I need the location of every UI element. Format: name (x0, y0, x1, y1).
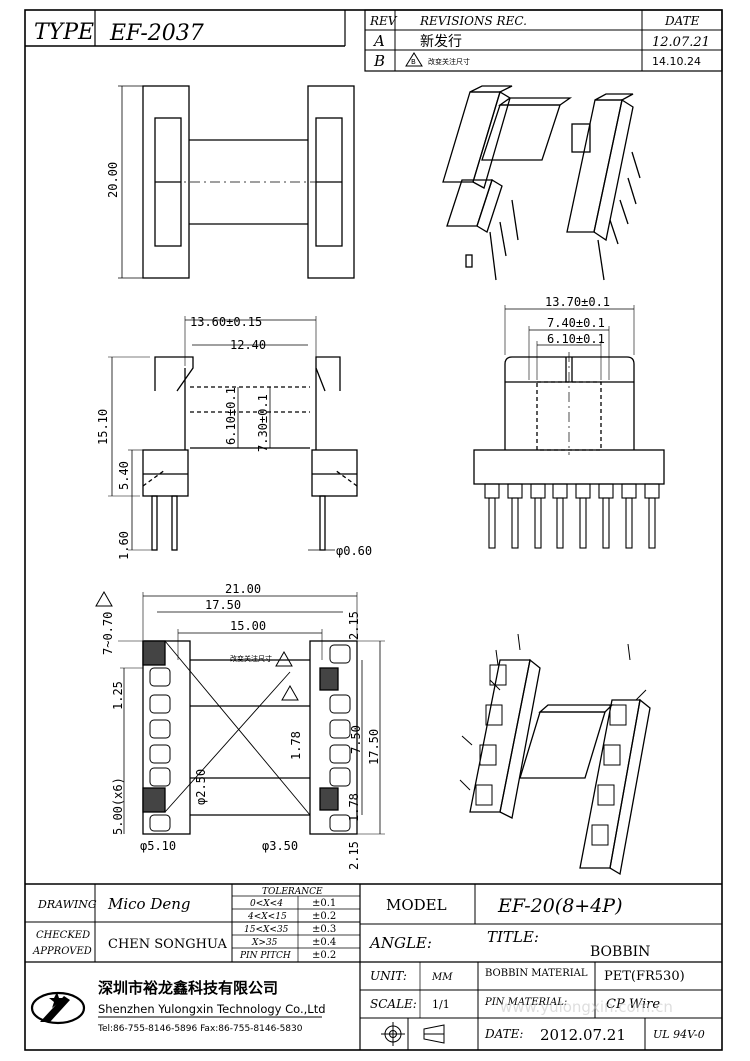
type-label: TYPE (34, 20, 94, 45)
tol-value-2: ±0.2 (312, 911, 336, 922)
dim-pitch-178-a: 1.78 (289, 731, 303, 760)
dim-height-750: 7.50 (349, 725, 363, 754)
dim-pitch-mid: 17.50 (205, 598, 241, 612)
tol-value-1: ±0.1 (312, 898, 336, 909)
revisions-column-label: REVISIONS REC. (419, 14, 527, 28)
dim-offset-bottom: 2.15 (347, 841, 361, 870)
dim-front-width-mid: 7.40±0.1 (547, 316, 605, 330)
tol-range-2: 4<X<15 (247, 912, 287, 922)
company-name-en: Shenzhen Yulongxin Technology Co.,Ltd (98, 1002, 326, 1016)
tol-value-3: ±0.3 (312, 924, 336, 935)
rev-b-code: B (373, 52, 385, 70)
model-label: MODEL (386, 896, 447, 914)
dim-offset-top: 2.15 (347, 611, 361, 640)
dim-hole-510: φ5.10 (140, 839, 176, 853)
title-value: BOBBIN (590, 944, 650, 960)
rev-a-date: 12.07.21 (652, 35, 710, 50)
dim-pitch-178-b: 1.78 (347, 793, 361, 822)
watermark-text: www.yulongxin.com.cn (500, 998, 673, 1016)
bottom-view (118, 592, 385, 835)
dim-height-1750: 17.50 (367, 729, 381, 765)
dim-flange-width: 13.60±0.15 (190, 315, 262, 329)
title-block (25, 883, 722, 1050)
dim-pin-diameter: φ0.60 (336, 544, 372, 558)
dim-total-height: 20.00 (106, 162, 120, 198)
dim-pitch-inner: 15.00 (230, 619, 266, 633)
date-label: DATE: (484, 1027, 523, 1041)
bobbin-material-label: BOBBIN MATERIAL (485, 968, 588, 979)
tol-range-4: X>35 (251, 938, 278, 948)
rev-a-text: 新发行 (420, 34, 462, 50)
rev-b-text: 改变关注尺寸 (428, 57, 470, 66)
approved-label: APPROVED (32, 946, 92, 957)
scale-label: SCALE: (370, 997, 417, 1011)
tol-range-5: PIN PITCH (239, 951, 291, 961)
tol-value-4: ±0.4 (312, 937, 336, 948)
dim-pitch-total: 21.00 (225, 582, 261, 596)
pin-material-value: CP Wire (606, 997, 660, 1012)
scale-value: 1/1 (432, 998, 450, 1011)
svg-text:B: B (411, 58, 416, 66)
dim-base-height: 5.40 (117, 461, 131, 490)
model-value: EF-20(8+4P) (497, 895, 623, 917)
dim-hole-250: φ2.50 (194, 769, 208, 805)
drawing-label: DRAWING (37, 898, 97, 911)
company-contact: Tel:86-755-8146-5896 Fax:86-755-8146-583… (97, 1024, 303, 1034)
dim-pitch-500: 5.00(x6) (111, 777, 125, 835)
drawer-name: Mico Deng (107, 895, 191, 913)
tol-range-3: 15<X<35 (244, 925, 289, 935)
header (25, 9, 723, 72)
dim-pin-length: 1.60 (117, 531, 131, 560)
tolerance-title: TOLERANCE (262, 887, 323, 897)
isometric-view-bottom (459, 633, 651, 876)
tol-range-1: 0<X<4 (250, 899, 283, 909)
rev-column-label: REV (369, 14, 398, 28)
rev-b-marker-icon (95, 590, 299, 701)
date-column-label: DATE (664, 14, 700, 28)
pin-material-label: PIN MATERIAL: (484, 997, 567, 1008)
title-label: TITLE: (487, 928, 539, 946)
side-elevation-view (108, 316, 358, 551)
date-value: 2012.07.21 (540, 1026, 626, 1044)
side-top-view (118, 85, 355, 279)
dim-pitch-125: 1.25 (111, 681, 125, 710)
dim-front-width-core: 6.10±0.1 (547, 332, 605, 346)
checked-label: CHECKED (36, 930, 90, 941)
note-change-b: 改变关注尺寸 (230, 654, 272, 663)
dim-core-width-2: 7.30±0.1 (256, 394, 270, 452)
ul-rating: UL 94V-0 (653, 1028, 705, 1041)
checker-name: CHEN SONGHUA (108, 937, 227, 952)
dim-core-width-1: 6.10±0.1 (224, 387, 238, 445)
isometric-view-top (442, 85, 641, 281)
dim-front-width-total: 13.70±0.1 (545, 295, 610, 309)
dim-hole-350: φ3.50 (262, 839, 298, 853)
rev-b-date: 14.10.24 (652, 55, 701, 68)
bobbin-material-value: PET(FR530) (604, 969, 685, 984)
company-logo (30, 991, 86, 1025)
dim-angle: 7~0.70 (101, 612, 115, 655)
rev-b-triangle-icon: B (405, 52, 423, 67)
sheet-border (24, 9, 723, 1051)
dim-body-height: 15.10 (96, 409, 110, 445)
part-number: EF-2037 (109, 21, 204, 46)
tol-value-5: ±0.2 (312, 950, 336, 961)
rev-a-code: A (372, 32, 385, 50)
dim-inner-width: 12.40 (230, 338, 266, 352)
projection-symbol-icon (381, 1022, 445, 1046)
company-name-cn: 深圳市裕龙鑫科技有限公司 (98, 979, 278, 997)
unit-label: UNIT: (370, 969, 407, 983)
front-view (473, 305, 665, 549)
angle-label: ANGLE: (368, 934, 432, 952)
unit-value: MM (431, 972, 453, 983)
